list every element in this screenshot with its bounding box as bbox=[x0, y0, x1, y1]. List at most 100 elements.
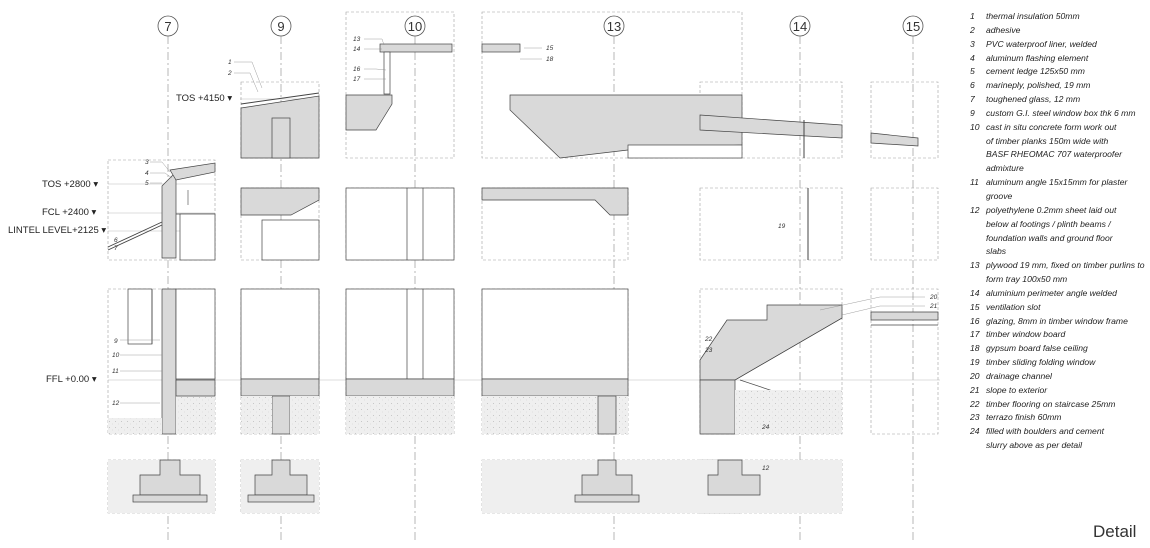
legend-item: below al footings / plinth beams / bbox=[970, 218, 1148, 232]
legend-item-text: PVC waterproof liner, welded bbox=[986, 38, 1097, 49]
detail-frames bbox=[107, 11, 939, 514]
legend-item: 7 toughened glass, 12 mm bbox=[970, 93, 1148, 107]
legend-item-number: 9 bbox=[970, 107, 975, 118]
legend-item-number: 5 bbox=[970, 66, 975, 77]
legend-item-number: 22 bbox=[970, 398, 980, 409]
legend-item-number: 17 bbox=[970, 329, 980, 340]
legend-item-number bbox=[970, 135, 986, 149]
legend-item-number bbox=[970, 273, 986, 287]
legend-item-text: timber flooring on staircase 25mm bbox=[986, 398, 1116, 409]
legend-item-text: BASF RHEOMAC 707 waterproofer bbox=[986, 149, 1122, 160]
callout-20: 20 bbox=[929, 294, 938, 301]
level-fcl-2400-text: FCL +2400 bbox=[42, 207, 89, 218]
legend-item: slurry above as per detail bbox=[970, 439, 1148, 453]
legend-item-number: 12 bbox=[970, 204, 980, 215]
callout-23: 23 bbox=[704, 347, 713, 354]
legend-item: 10 cast in situ concrete form work out bbox=[970, 121, 1148, 135]
legend-item-text: plywood 19 mm, fixed on timber purlins t… bbox=[986, 260, 1145, 271]
level-tos-4150: TOS +4150 ▾ bbox=[176, 93, 233, 104]
legend-item-text: foundation walls and ground floor bbox=[986, 232, 1113, 243]
grid-axis-10: 10 bbox=[404, 15, 426, 540]
legend-item-number: 15 bbox=[970, 301, 980, 312]
legend-item: 22 timber flooring on staircase 25mm bbox=[970, 398, 1148, 412]
section-col-10 bbox=[345, 43, 455, 434]
grid-label-7: 7 bbox=[164, 19, 171, 34]
callout-4: 4 bbox=[145, 170, 149, 177]
legend-item-text: filled with boulders and cement bbox=[986, 426, 1104, 437]
legend-item-number: 14 bbox=[970, 287, 980, 298]
grid-axis-7: 7 bbox=[157, 15, 179, 540]
grid-label-14: 14 bbox=[793, 19, 807, 34]
level-tos-4150-text: TOS +4150 bbox=[176, 93, 225, 104]
legend-item-text: timber sliding folding window bbox=[986, 357, 1096, 368]
legend-item-number: 7 bbox=[970, 94, 975, 105]
legend-item-number: 24 bbox=[970, 426, 980, 437]
legend-item-text: gypsum board false ceiling bbox=[986, 343, 1088, 354]
legend-item: 1 thermal insulation 50mm bbox=[970, 10, 1148, 24]
legend-item-text: slabs bbox=[986, 246, 1007, 257]
callout-24: 24 bbox=[761, 424, 770, 431]
callout-3: 3 bbox=[145, 159, 149, 166]
level-lintel-text: LINTEL LEVEL+2125 bbox=[8, 225, 99, 236]
section-col-14 bbox=[699, 114, 843, 513]
legend-item-text: of timber planks 150m wide with bbox=[986, 135, 1109, 146]
callout-7: 7 bbox=[114, 245, 118, 252]
legend-item-text: slurry above as per detail bbox=[986, 440, 1083, 451]
detail-title: Detail bbox=[1093, 522, 1137, 541]
legend-item-number: 21 bbox=[970, 384, 980, 395]
callout-22: 22 bbox=[704, 336, 713, 343]
grid-label-9: 9 bbox=[277, 19, 284, 34]
legend-item-number: 20 bbox=[970, 370, 980, 381]
legend-item-number: 19 bbox=[970, 357, 980, 368]
callouts: 1 2 3 4 5 6 7 9 10 11 12 13 14 15 16 17 … bbox=[112, 36, 938, 472]
legend-item: 17 timber window board bbox=[970, 328, 1148, 342]
legend-item-number bbox=[970, 190, 986, 204]
legend-item-number: 10 bbox=[970, 121, 980, 132]
legend-item-text: thermal insulation 50mm bbox=[986, 11, 1080, 21]
legend-item-number bbox=[970, 439, 986, 453]
legend-item-text: custom G.I. steel window box thk 6 mm bbox=[986, 107, 1136, 118]
legend-item-number: 4 bbox=[970, 52, 975, 63]
legend-item: BASF RHEOMAC 707 waterproofer bbox=[970, 148, 1148, 162]
legend-item: form tray 100x50 mm bbox=[970, 273, 1148, 287]
legend-item-text: timber window board bbox=[986, 329, 1066, 340]
legend-item-number bbox=[970, 162, 986, 176]
level-fcl-2400: FCL +2400 ▾ bbox=[42, 207, 97, 218]
legend-item-text: toughened glass, 12 mm bbox=[986, 94, 1081, 105]
legend-item-number: 3 bbox=[970, 38, 975, 49]
section-col-7 bbox=[107, 162, 216, 513]
callout-17: 17 bbox=[353, 76, 361, 83]
legend-item-number bbox=[970, 232, 986, 246]
grid-axis-15: 15 bbox=[902, 15, 924, 540]
section-col-9 bbox=[240, 92, 320, 513]
legend-item-text: groove bbox=[986, 190, 1013, 201]
section-col-15 bbox=[870, 132, 939, 326]
legend-item-number: 1 bbox=[970, 11, 975, 21]
grid-axes: 7 9 10 13 14 15 bbox=[157, 15, 924, 540]
legend-item-number: 18 bbox=[970, 343, 980, 354]
legend-item-text: cast in situ concrete form work out bbox=[986, 121, 1117, 132]
callout-9: 9 bbox=[114, 338, 118, 345]
level-ffl: FFL +0.00 ▾ bbox=[46, 374, 97, 385]
level-tos-2800: TOS +2800 ▾ bbox=[42, 179, 99, 190]
legend-item: 3 PVC waterproof liner, welded bbox=[970, 38, 1148, 52]
legend-item: 24 filled with boulders and cement bbox=[970, 425, 1148, 439]
legend-item-number bbox=[970, 218, 986, 232]
level-tos-2800-text: TOS +2800 bbox=[42, 179, 91, 190]
legend-item-number: 2 bbox=[970, 24, 975, 35]
callout-13: 13 bbox=[353, 36, 361, 43]
callout-19: 19 bbox=[778, 223, 786, 230]
legend-item-text: adhesive bbox=[986, 24, 1021, 35]
legend-item-text: polyethylene 0.2mm sheet laid out bbox=[986, 204, 1117, 215]
grid-axis-14: 14 bbox=[789, 15, 811, 540]
